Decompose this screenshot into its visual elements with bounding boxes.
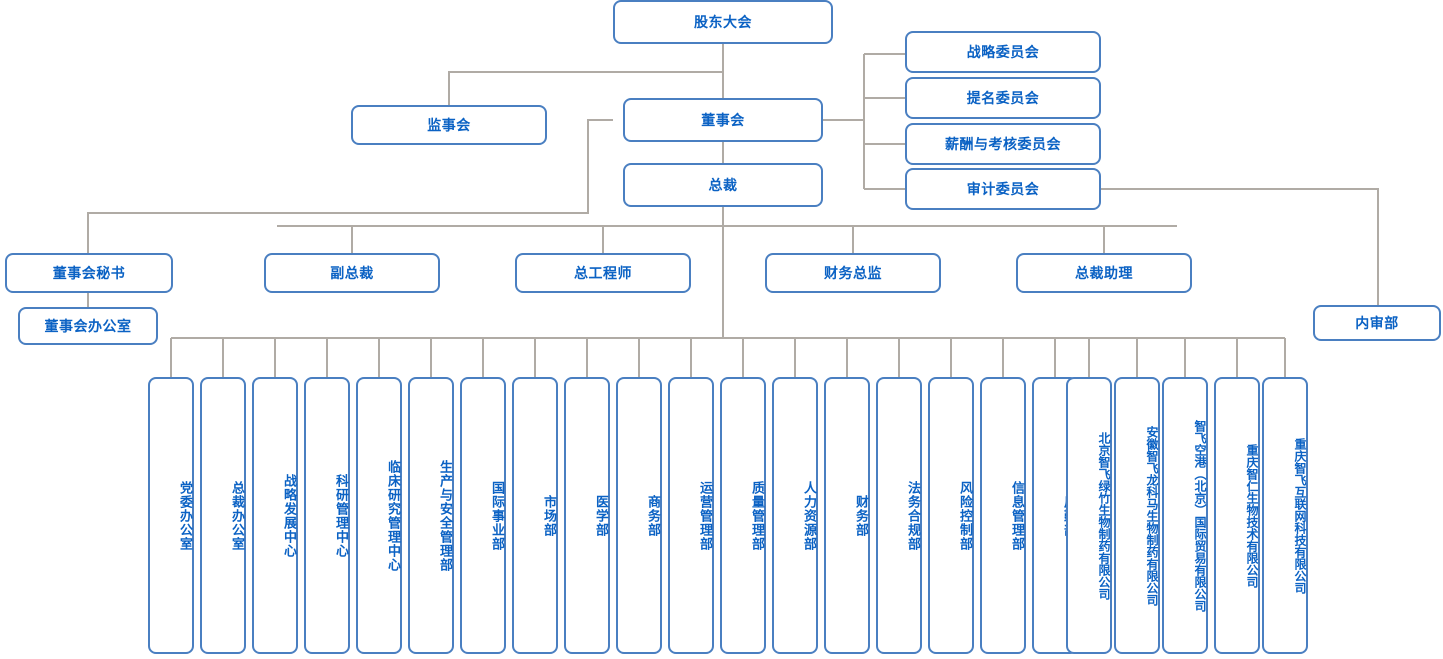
node-label: 北京智飞绿竹生物制药有限公司	[1097, 431, 1111, 600]
node-committee-remuneration-appraisal[interactable]: 薪酬与考核委员会	[905, 123, 1101, 165]
node-label: 科研管理中心	[334, 473, 349, 558]
node-department[interactable]: 医学部	[564, 377, 610, 654]
node-label: 监事会	[427, 116, 471, 133]
node-subsidiary[interactable]: 智飞空港（北京）国际贸易有限公司	[1162, 377, 1208, 654]
node-president-assistant[interactable]: 总裁助理	[1016, 253, 1192, 293]
node-label: 审计委员会	[966, 180, 1040, 197]
node-label: 董事会	[701, 111, 745, 128]
node-department[interactable]: 总裁办公室	[200, 377, 246, 654]
node-department[interactable]: 人力资源部	[772, 377, 818, 654]
node-label: 战略发展中心	[282, 473, 297, 558]
node-label: 党委办公室	[178, 480, 193, 551]
node-label: 副总裁	[330, 264, 374, 281]
node-label: 国际事业部	[490, 480, 505, 551]
node-department[interactable]: 信息管理部	[980, 377, 1026, 654]
node-label: 董事会办公室	[44, 317, 132, 334]
node-label: 人力资源部	[802, 480, 817, 551]
node-department[interactable]: 质量管理部	[720, 377, 766, 654]
node-label: 董事会秘书	[52, 264, 126, 281]
node-department[interactable]: 党委办公室	[148, 377, 194, 654]
node-department[interactable]: 法务合规部	[876, 377, 922, 654]
node-label: 财务总监	[824, 264, 882, 281]
node-president[interactable]: 总裁	[623, 163, 823, 207]
node-department[interactable]: 财务部	[824, 377, 870, 654]
node-department[interactable]: 战略发展中心	[252, 377, 298, 654]
node-subsidiary[interactable]: 北京智飞绿竹生物制药有限公司	[1066, 377, 1112, 654]
node-vice-president[interactable]: 副总裁	[264, 253, 440, 293]
node-label: 财务部	[854, 494, 869, 537]
node-supervisory-board[interactable]: 监事会	[351, 105, 547, 145]
node-label: 信息管理部	[1010, 480, 1025, 551]
node-label: 风险控制部	[958, 480, 973, 551]
node-label: 质量管理部	[750, 480, 765, 551]
node-subsidiary[interactable]: 重庆智飞互联网科技有限公司	[1262, 377, 1308, 654]
node-department[interactable]: 科研管理中心	[304, 377, 350, 654]
node-department[interactable]: 市场部	[512, 377, 558, 654]
node-cfo[interactable]: 财务总监	[765, 253, 941, 293]
node-board-office[interactable]: 董事会办公室	[18, 307, 158, 345]
node-label: 法务合规部	[906, 480, 921, 551]
node-internal-audit-dept[interactable]: 内审部	[1313, 305, 1441, 341]
node-label: 总裁办公室	[230, 480, 245, 551]
node-label: 薪酬与考核委员会	[945, 135, 1061, 152]
node-label: 医学部	[594, 494, 609, 537]
node-label: 内审部	[1355, 314, 1399, 331]
node-subsidiary[interactable]: 安徽智飞龙科马生物制药有限公司	[1114, 377, 1160, 654]
node-committee-audit[interactable]: 审计委员会	[905, 168, 1101, 210]
node-label: 生产与安全管理部	[438, 459, 453, 572]
node-label: 市场部	[542, 494, 557, 537]
node-department[interactable]: 运营管理部	[668, 377, 714, 654]
node-label: 重庆智飞互联网科技有限公司	[1293, 437, 1307, 594]
node-label: 安徽智飞龙科马生物制药有限公司	[1145, 425, 1159, 606]
node-label: 总裁助理	[1075, 264, 1133, 281]
node-department[interactable]: 国际事业部	[460, 377, 506, 654]
node-department[interactable]: 风险控制部	[928, 377, 974, 654]
node-department[interactable]: 生产与安全管理部	[408, 377, 454, 654]
node-board-of-directors[interactable]: 董事会	[623, 98, 823, 142]
node-label: 总工程师	[574, 264, 632, 281]
node-label: 战略委员会	[966, 43, 1040, 60]
node-label: 重庆智仁生物技术有限公司	[1245, 443, 1259, 588]
node-label: 智飞空港（北京）国际贸易有限公司	[1193, 419, 1207, 612]
node-label: 总裁	[708, 176, 738, 193]
node-label: 提名委员会	[966, 89, 1040, 106]
node-label: 商务部	[646, 494, 661, 537]
node-shareholders-meeting[interactable]: 股东大会	[613, 0, 833, 44]
node-chief-engineer[interactable]: 总工程师	[515, 253, 691, 293]
node-subsidiary[interactable]: 重庆智仁生物技术有限公司	[1214, 377, 1260, 654]
node-committee-strategy[interactable]: 战略委员会	[905, 31, 1101, 73]
node-department[interactable]: 临床研究管理中心	[356, 377, 402, 654]
node-label: 临床研究管理中心	[386, 459, 401, 572]
node-label: 运营管理部	[698, 480, 713, 551]
node-committee-nomination[interactable]: 提名委员会	[905, 77, 1101, 119]
node-board-secretary[interactable]: 董事会秘书	[5, 253, 173, 293]
node-label: 股东大会	[694, 13, 752, 30]
node-department[interactable]: 商务部	[616, 377, 662, 654]
